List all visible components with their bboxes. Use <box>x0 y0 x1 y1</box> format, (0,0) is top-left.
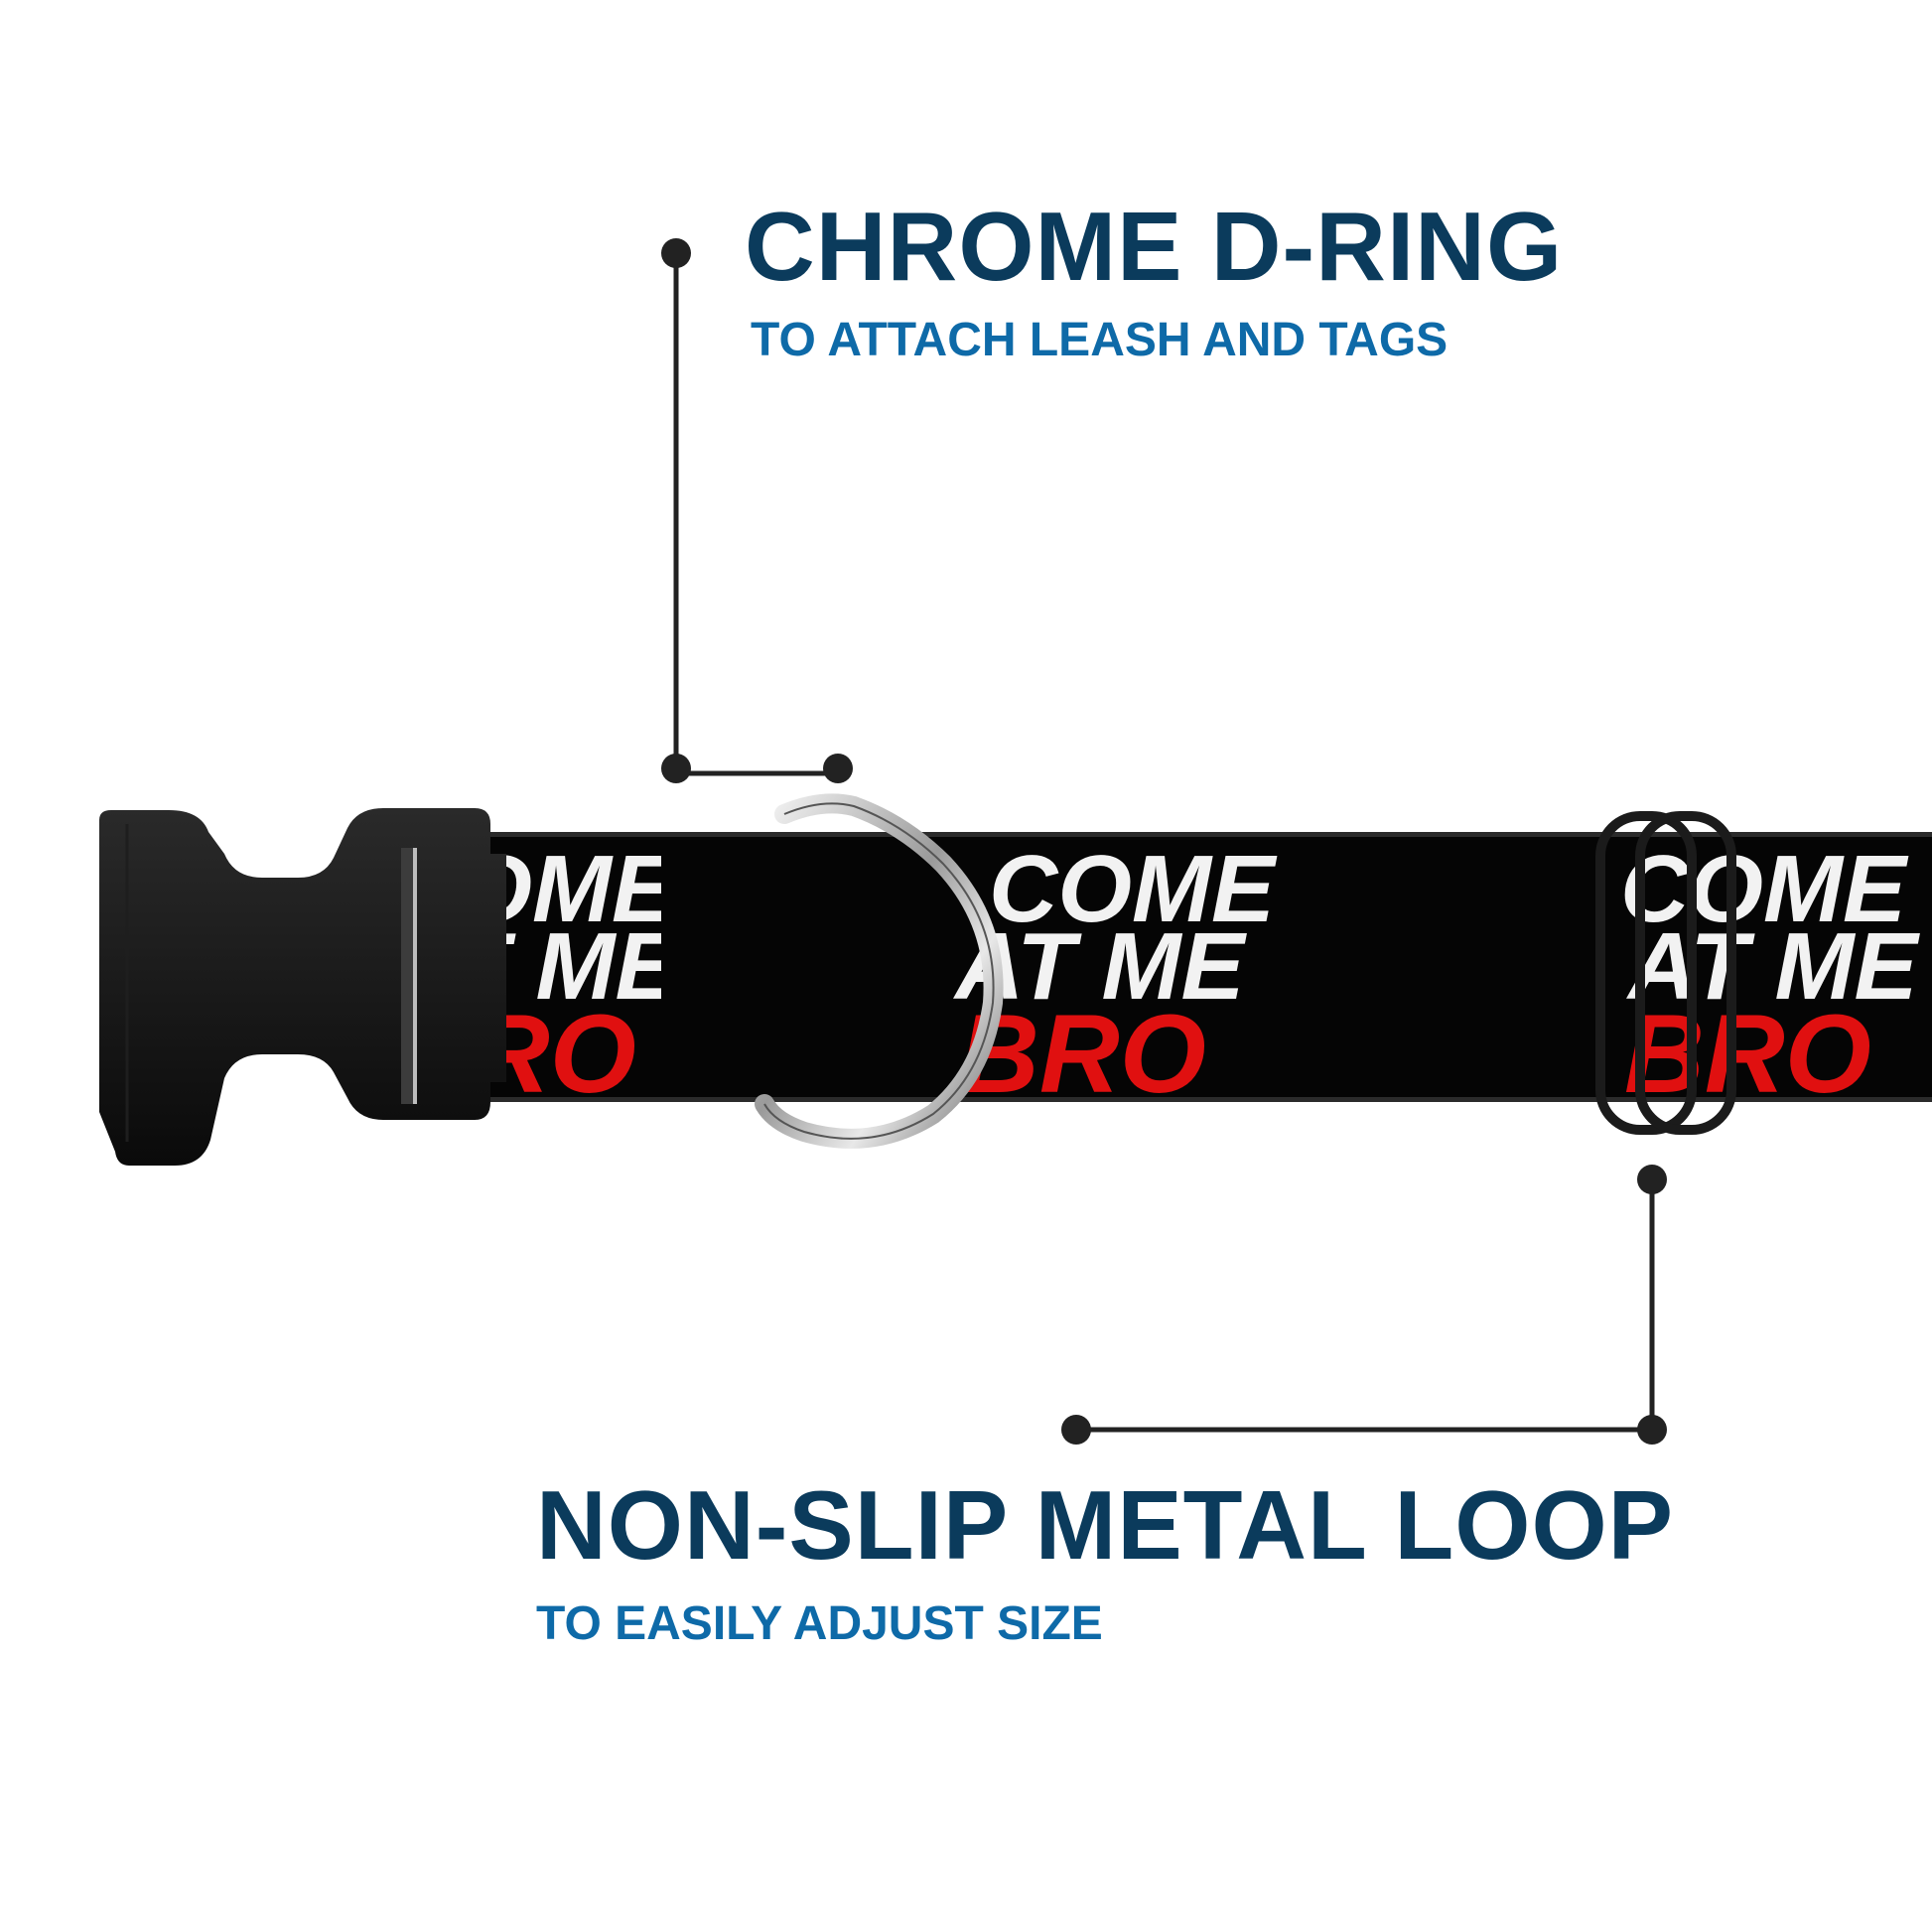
d-ring-callout-title: CHROME D-RING <box>745 192 1564 301</box>
collar-print-middle: COME AT ME BRO <box>953 836 1278 1116</box>
d-ring-callout-subtitle: TO ATTACH LEASH AND TAGS <box>751 314 1449 366</box>
collar-print-right: COME AT ME BRO <box>1620 836 1920 1116</box>
leader-dot <box>661 238 691 268</box>
side-release-buckle-icon <box>99 808 506 1166</box>
print-right-line-1: COME <box>1620 836 1909 942</box>
print-right-line-2: AT ME <box>1626 913 1920 1020</box>
collar-strap <box>397 832 1932 1102</box>
leader-dot <box>1637 1415 1667 1445</box>
chrome-d-ring-icon <box>755 793 1004 1149</box>
metal-loop-icon <box>1595 811 1736 1135</box>
leader-dot <box>823 754 853 783</box>
print-right-line-3: BRO <box>1624 992 1871 1116</box>
leader-dot <box>1637 1165 1667 1194</box>
leader-dot <box>1061 1415 1091 1445</box>
d-ring-leader-line <box>673 253 838 776</box>
loop-leader-line <box>1076 1180 1655 1433</box>
print-middle-line-1: COME <box>989 836 1278 942</box>
loop-callout-subtitle: TO EASILY ADJUST SIZE <box>536 1597 1103 1650</box>
loop-callout-title: NON-SLIP METAL LOOP <box>536 1470 1675 1580</box>
leader-dot <box>661 754 691 783</box>
